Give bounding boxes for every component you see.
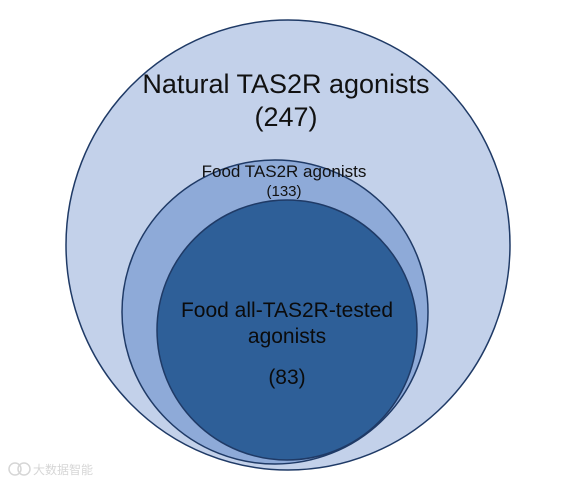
inner-circle-food-all-tested-agonists — [156, 199, 418, 461]
watermark: 大数据智能 — [8, 462, 93, 477]
middle-set-label: Food TAS2R agonists — [202, 162, 367, 181]
outer-set-label: Natural TAS2R agonists — [142, 69, 429, 99]
inner-set-label-line2: agonists — [248, 325, 326, 348]
inner-set-count: (83) — [268, 366, 305, 389]
outer-set-count: (247) — [254, 102, 317, 132]
watermark-text: 大数据智能 — [33, 462, 93, 477]
inner-set-label-line1: Food all-TAS2R-tested — [181, 299, 393, 322]
middle-set-count: (133) — [266, 183, 301, 200]
watermark-logo-icon — [8, 462, 31, 476]
